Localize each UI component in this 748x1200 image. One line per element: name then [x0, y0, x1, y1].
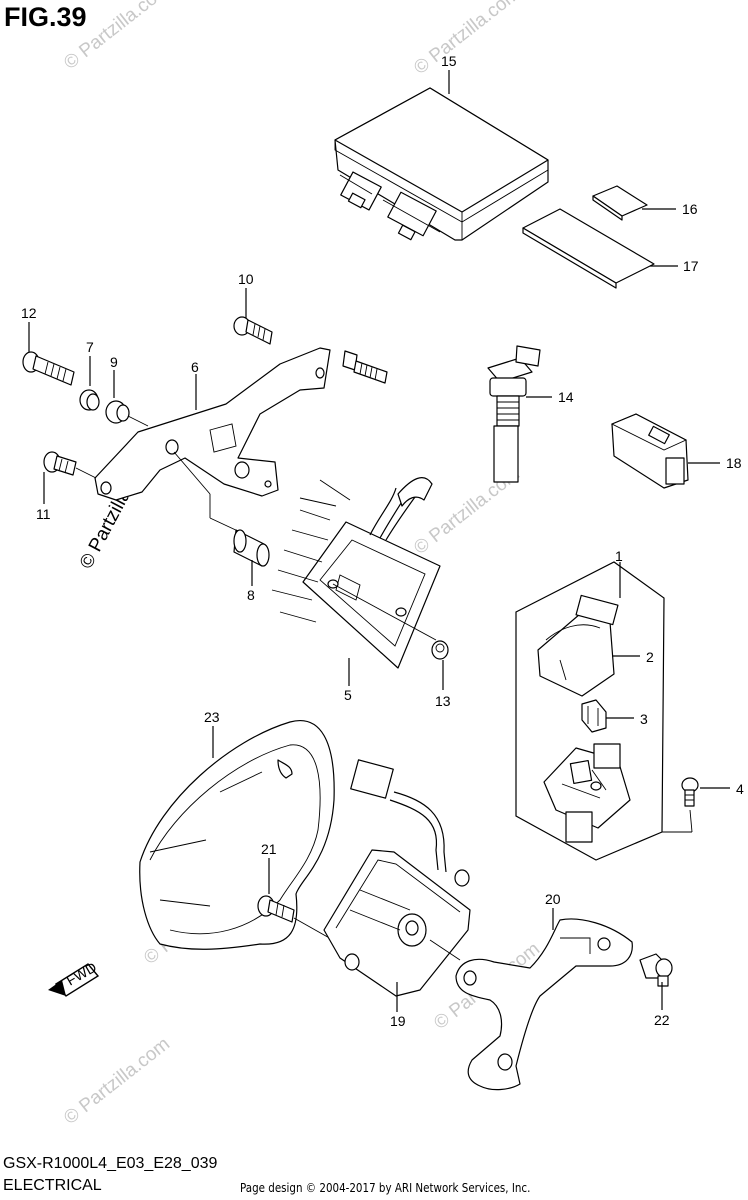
watermark-text: © Partzilla.com	[60, 1034, 174, 1129]
bracket-part-20	[455, 918, 633, 1091]
starter-relay	[543, 743, 631, 843]
pad-small-part-16	[592, 185, 648, 221]
callout-23: 23	[204, 709, 220, 725]
relay-cover-part-2	[537, 594, 619, 697]
fwd-direction-badge: FWD	[48, 959, 99, 997]
bolt-part-12	[342, 350, 388, 384]
bracket-part-6	[94, 347, 331, 501]
callout-1: 1	[615, 548, 623, 564]
bolt-part-10	[233, 316, 273, 345]
bolt-part-21	[257, 895, 295, 923]
figure-title: FIG.39	[4, 2, 87, 32]
connector-part-18	[610, 413, 689, 489]
callout-18: 18	[726, 455, 742, 471]
nut-part-13	[431, 640, 449, 660]
callout-8: 8	[247, 587, 255, 603]
callout-12: 12	[21, 305, 37, 321]
callout-labels: 1 2 3 4 5 6 7 8 9 10 11 12 13 14 15 16 1…	[21, 53, 744, 1029]
callout-3: 3	[640, 711, 648, 727]
leader-line	[75, 467, 97, 479]
section-name-label: ELECTRICAL	[3, 1177, 102, 1194]
leader-line	[209, 517, 241, 533]
bolt-12-body	[22, 351, 75, 386]
copyright-notice: Page design © 2004-2017 by ARI Network S…	[240, 1181, 531, 1195]
sensor-part-14	[487, 345, 541, 483]
leader-line	[173, 451, 211, 495]
callout-17: 17	[683, 258, 699, 274]
callout-15: 15	[441, 53, 457, 69]
callout-4: 4	[736, 781, 744, 797]
callout-13: 13	[435, 693, 451, 709]
cover-part-23	[139, 720, 335, 950]
collar-part-7	[79, 389, 100, 411]
sensor-part-19	[323, 759, 471, 997]
callout-16: 16	[682, 201, 698, 217]
leader-line	[689, 809, 693, 833]
callout-9: 9	[110, 354, 118, 370]
leader-line	[127, 415, 149, 427]
pad-large-part-17	[522, 208, 655, 289]
callout-10: 10	[238, 271, 254, 287]
callout-19: 19	[390, 1013, 406, 1029]
callout-5: 5	[344, 687, 352, 703]
cushion-part-9	[105, 400, 130, 424]
fuse-part-3	[581, 699, 607, 733]
bolt-part-4	[681, 777, 699, 807]
bolt-part-11	[43, 451, 77, 476]
callout-20: 20	[545, 891, 561, 907]
callout-11: 11	[36, 506, 51, 522]
callout-6: 6	[191, 359, 199, 375]
regulator-rectifier-part-5	[271, 477, 441, 669]
watermark-text: © Partzilla.com	[60, 0, 174, 74]
watermark-text: © Partzilla.com	[410, 0, 524, 79]
bolt-part-22	[639, 953, 673, 987]
callout-7: 7	[86, 339, 94, 355]
callout-21: 21	[261, 841, 277, 857]
ecm-unit-part-15	[334, 87, 549, 241]
model-code-label: GSX-R1000L4_E03_E28_039	[3, 1155, 218, 1172]
callout-22: 22	[654, 1012, 670, 1028]
collar-part-8	[233, 529, 270, 567]
callout-2: 2	[646, 649, 654, 665]
callout-14: 14	[558, 389, 574, 405]
